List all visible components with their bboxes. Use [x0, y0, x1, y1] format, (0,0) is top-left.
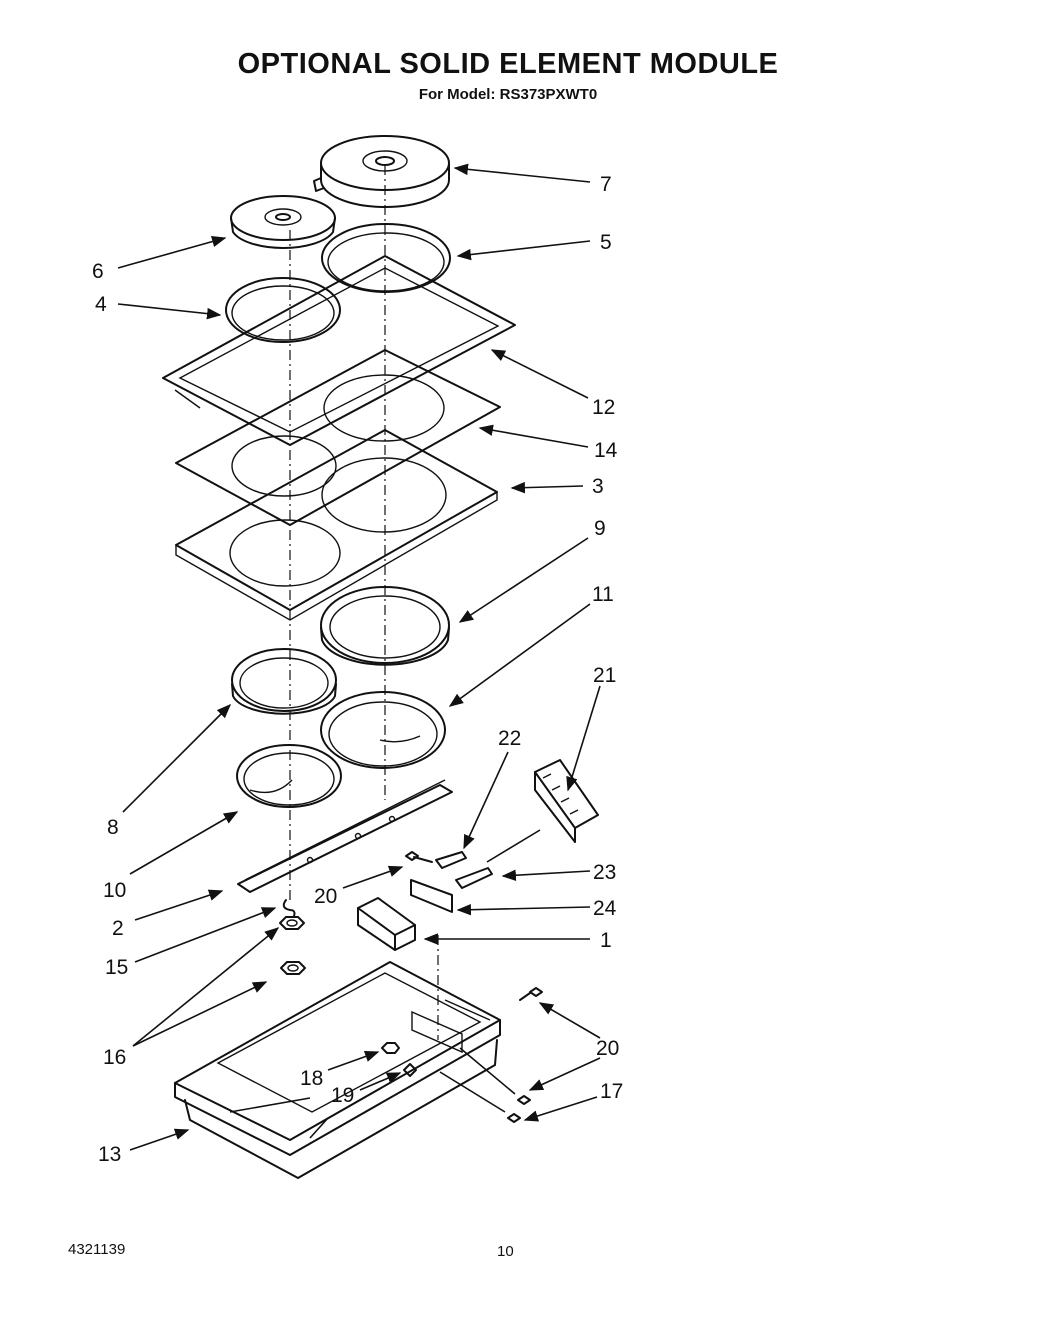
leader-9: [458, 537, 589, 623]
callout-16: 16: [103, 1046, 126, 1069]
leader-16b: [132, 981, 268, 1047]
leader-16a: [132, 927, 280, 1047]
leader-22: [463, 751, 509, 850]
leader-20-upper: [342, 865, 404, 889]
leader-10: [129, 811, 239, 875]
leader-21: [566, 685, 601, 792]
callout-20-lower: 20: [596, 1037, 619, 1060]
callout-14: 14: [594, 439, 618, 462]
spring-clip: [282, 899, 296, 917]
callout-8: 8: [107, 816, 119, 839]
callout-11: 11: [592, 583, 614, 606]
screw-17: [507, 1113, 521, 1123]
small-element-ring: [225, 277, 341, 343]
model-subtitle: For Model: RS373PXWT0: [418, 86, 598, 103]
callout-1: 1: [600, 929, 612, 952]
callout-21: 21: [593, 664, 616, 687]
callout-18: 18: [300, 1067, 323, 1090]
leader-5: [456, 240, 591, 261]
callout-19: 19: [331, 1084, 354, 1107]
leader-2: [134, 889, 224, 921]
large-drip-bowl: [320, 691, 446, 769]
callout-4: 4: [95, 293, 107, 316]
leader-tray-screw: [439, 1071, 506, 1113]
callout-22: 22: [498, 727, 521, 750]
large-element-ring: [321, 223, 451, 293]
leader-20-lower: [528, 1057, 601, 1091]
page-title: OPTIONAL SOLID ELEMENT MODULE: [237, 48, 779, 80]
screw-20-right: [519, 987, 543, 1001]
footer-part-number: 4321139: [68, 1241, 126, 1258]
support-bracket: [237, 779, 453, 893]
callout-24: 24: [593, 897, 617, 920]
terminal-block: [534, 759, 599, 843]
callout-5: 5: [600, 231, 612, 254]
tray-screw-19: [403, 1063, 417, 1077]
callout-17: 17: [600, 1080, 623, 1103]
insulator-24: [410, 879, 453, 913]
leader-4: [117, 303, 222, 320]
small-drip-bowl: [236, 744, 342, 808]
leader-12: [490, 349, 589, 399]
callout-9: 9: [594, 517, 606, 540]
footer-page-number: 10: [497, 1243, 514, 1260]
callout-6: 6: [92, 260, 104, 283]
screw-20-upper: [405, 851, 433, 863]
leader-11: [448, 603, 591, 707]
module-tray: [174, 961, 501, 1179]
leader-17: [523, 1096, 598, 1122]
junction-box: [357, 897, 416, 951]
leader-6: [117, 235, 227, 269]
callout-20-upper: 20: [314, 885, 337, 908]
insulation-sheet: [175, 349, 501, 526]
callout-10: 10: [103, 879, 126, 902]
bracket-23: [455, 867, 493, 889]
small-surface-element: [230, 195, 336, 249]
callout-23: 23: [593, 861, 616, 884]
hex-nut-upper: [279, 916, 305, 930]
leader-20-right: [538, 1002, 601, 1039]
leader-3: [510, 481, 584, 494]
leader-8: [122, 703, 232, 813]
small-trim-ring: [231, 648, 337, 715]
leader-19-tray2: [309, 1117, 329, 1139]
callout-15: 15: [105, 956, 128, 979]
callout-7: 7: [600, 173, 612, 196]
leader-24: [456, 903, 591, 916]
leader-15: [134, 907, 277, 963]
leader-14: [478, 424, 589, 448]
bracket-22: [435, 851, 467, 869]
cooktop-gasket-frame: [162, 255, 516, 446]
callout-12: 12: [592, 396, 615, 419]
leader-23: [501, 869, 591, 882]
leader-21-link: [486, 829, 541, 863]
leader-18: [327, 1050, 380, 1071]
large-trim-ring: [320, 586, 450, 666]
tray-nut-18: [381, 1042, 400, 1054]
callout-2: 2: [112, 917, 124, 940]
leader-19-tray: [229, 1097, 311, 1113]
leader-tray-screw2: [459, 1047, 516, 1095]
leader-13: [129, 1128, 190, 1151]
hex-nut-lower: [280, 961, 306, 975]
leader-7: [453, 163, 591, 183]
callout-3: 3: [592, 475, 604, 498]
large-surface-element: [313, 135, 450, 208]
cooktop-panel: [175, 429, 498, 621]
screw-20-lower: [517, 1095, 531, 1105]
callout-13: 13: [98, 1143, 121, 1166]
leader-19: [359, 1072, 402, 1091]
